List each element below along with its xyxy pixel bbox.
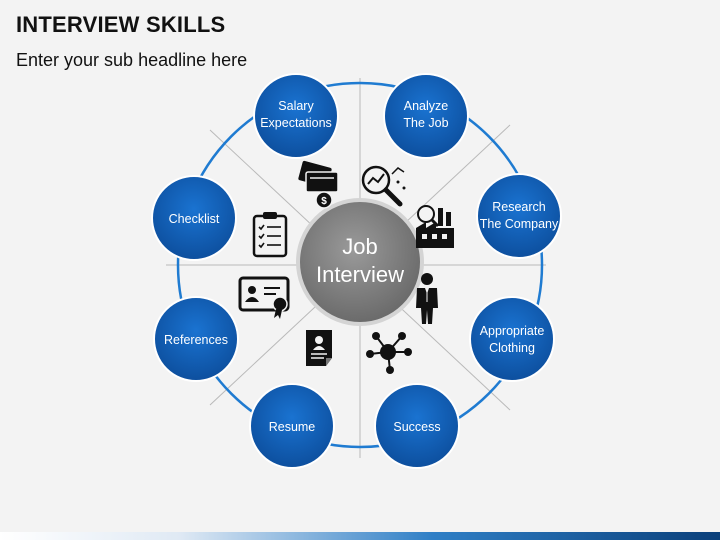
outer-ring [176,81,544,449]
center-circle: Job Interview [296,198,424,326]
factory-researcher-icon [416,205,454,248]
node-analyze[interactable]: Analyze The Job [383,73,469,159]
node-salary[interactable]: Salary Expectations [253,73,339,159]
businessman-suit-icon [416,273,438,324]
node-clothing[interactable]: Appropriate Clothing [469,296,555,382]
node-resume[interactable]: Resume [249,383,335,469]
node-salary-line1: Salary [278,99,314,113]
node-clothing-line1: Appropriate [480,324,545,338]
network-success-icon [366,332,412,374]
node-success[interactable]: Success [374,383,460,469]
resume-document-icon [306,330,332,366]
node-references[interactable]: References [153,296,239,382]
money-cards-icon: $ [298,160,339,209]
clipboard-checklist-icon [252,212,288,258]
node-research-line2: The Company [480,217,559,231]
node-analyze-line2: The Job [403,116,448,130]
page-subtitle: Enter your sub headline here [16,50,248,70]
node-salary-line2: Expectations [260,116,332,130]
center-label-line2: Interview [316,262,404,287]
node-clothing-line2: Clothing [489,341,535,355]
node-analyze-line1: Analyze [404,99,449,113]
node-references-line1: References [164,333,228,347]
page-title: INTERVIEW SKILLS [16,12,226,37]
svg-text:$: $ [321,196,327,207]
node-research-line1: Research [492,200,546,214]
magnifier-chart-icon [361,165,406,207]
node-checklist-line1: Checklist [169,212,220,226]
center-label-line1: Job [342,234,377,259]
footer-gradient-bar [0,532,720,540]
certificate-id-icon [238,276,290,319]
node-success-line1: Success [393,420,440,434]
node-research[interactable]: Research The Company [476,173,562,259]
node-resume-line1: Resume [269,420,316,434]
node-checklist[interactable]: Checklist [151,175,237,261]
